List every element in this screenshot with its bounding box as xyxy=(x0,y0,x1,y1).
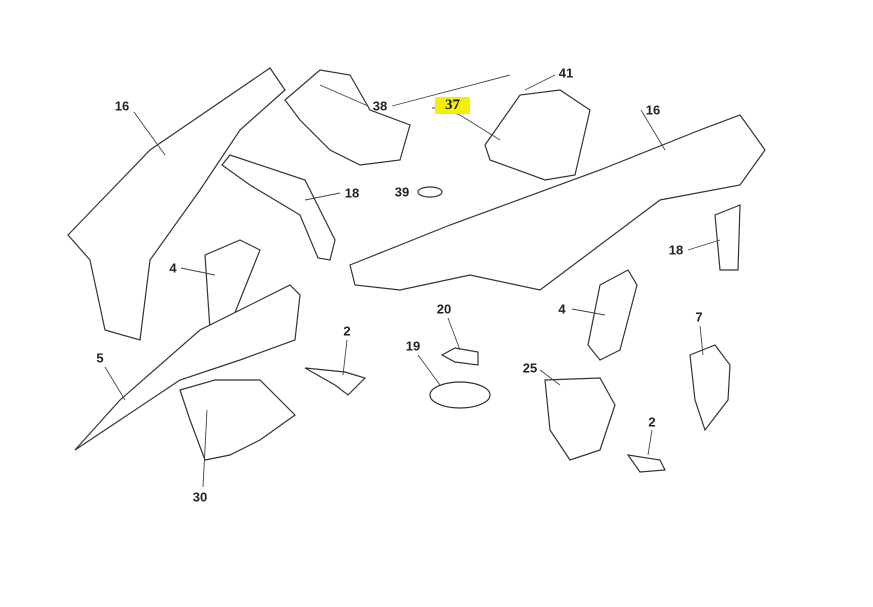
label-41[interactable]: 41 xyxy=(558,65,574,81)
part-25-bracket xyxy=(544,377,616,461)
part-39-grommet xyxy=(417,186,443,198)
part-4-right xyxy=(587,269,638,361)
label-4-right[interactable]: 4 xyxy=(558,301,566,317)
part-38-panel xyxy=(284,69,411,166)
label-7[interactable]: 7 xyxy=(695,309,703,325)
label-25[interactable]: 25 xyxy=(522,360,538,376)
label-38[interactable]: 38 xyxy=(372,98,388,114)
label-2-right[interactable]: 2 xyxy=(648,414,656,430)
label-37-highlighted[interactable]: 37 xyxy=(435,97,470,114)
part-16-left-rail xyxy=(67,67,286,341)
label-4-left[interactable]: 4 xyxy=(169,260,177,276)
label-39[interactable]: 39 xyxy=(394,184,410,200)
part-37-panel xyxy=(484,89,591,181)
part-7-bracket xyxy=(689,344,731,432)
part-2-left xyxy=(304,367,367,396)
label-16-right[interactable]: 16 xyxy=(645,102,661,118)
label-16-left[interactable]: 16 xyxy=(114,98,130,114)
label-2-left[interactable]: 2 xyxy=(343,323,351,339)
label-20[interactable]: 20 xyxy=(436,301,452,317)
label-19[interactable]: 19 xyxy=(405,338,421,354)
part-16-right-rail xyxy=(349,114,766,291)
part-19-seal xyxy=(429,381,491,409)
part-18-right xyxy=(714,204,741,271)
part-20-clip xyxy=(440,347,479,366)
label-18-right[interactable]: 18 xyxy=(668,242,684,258)
label-5[interactable]: 5 xyxy=(96,350,104,366)
part-18-bracket xyxy=(221,154,336,261)
label-30[interactable]: 30 xyxy=(192,489,208,505)
label-18-left[interactable]: 18 xyxy=(344,185,360,201)
part-30-assembly xyxy=(179,379,296,461)
part-5-rail xyxy=(74,284,301,451)
part-2-right xyxy=(626,454,666,473)
